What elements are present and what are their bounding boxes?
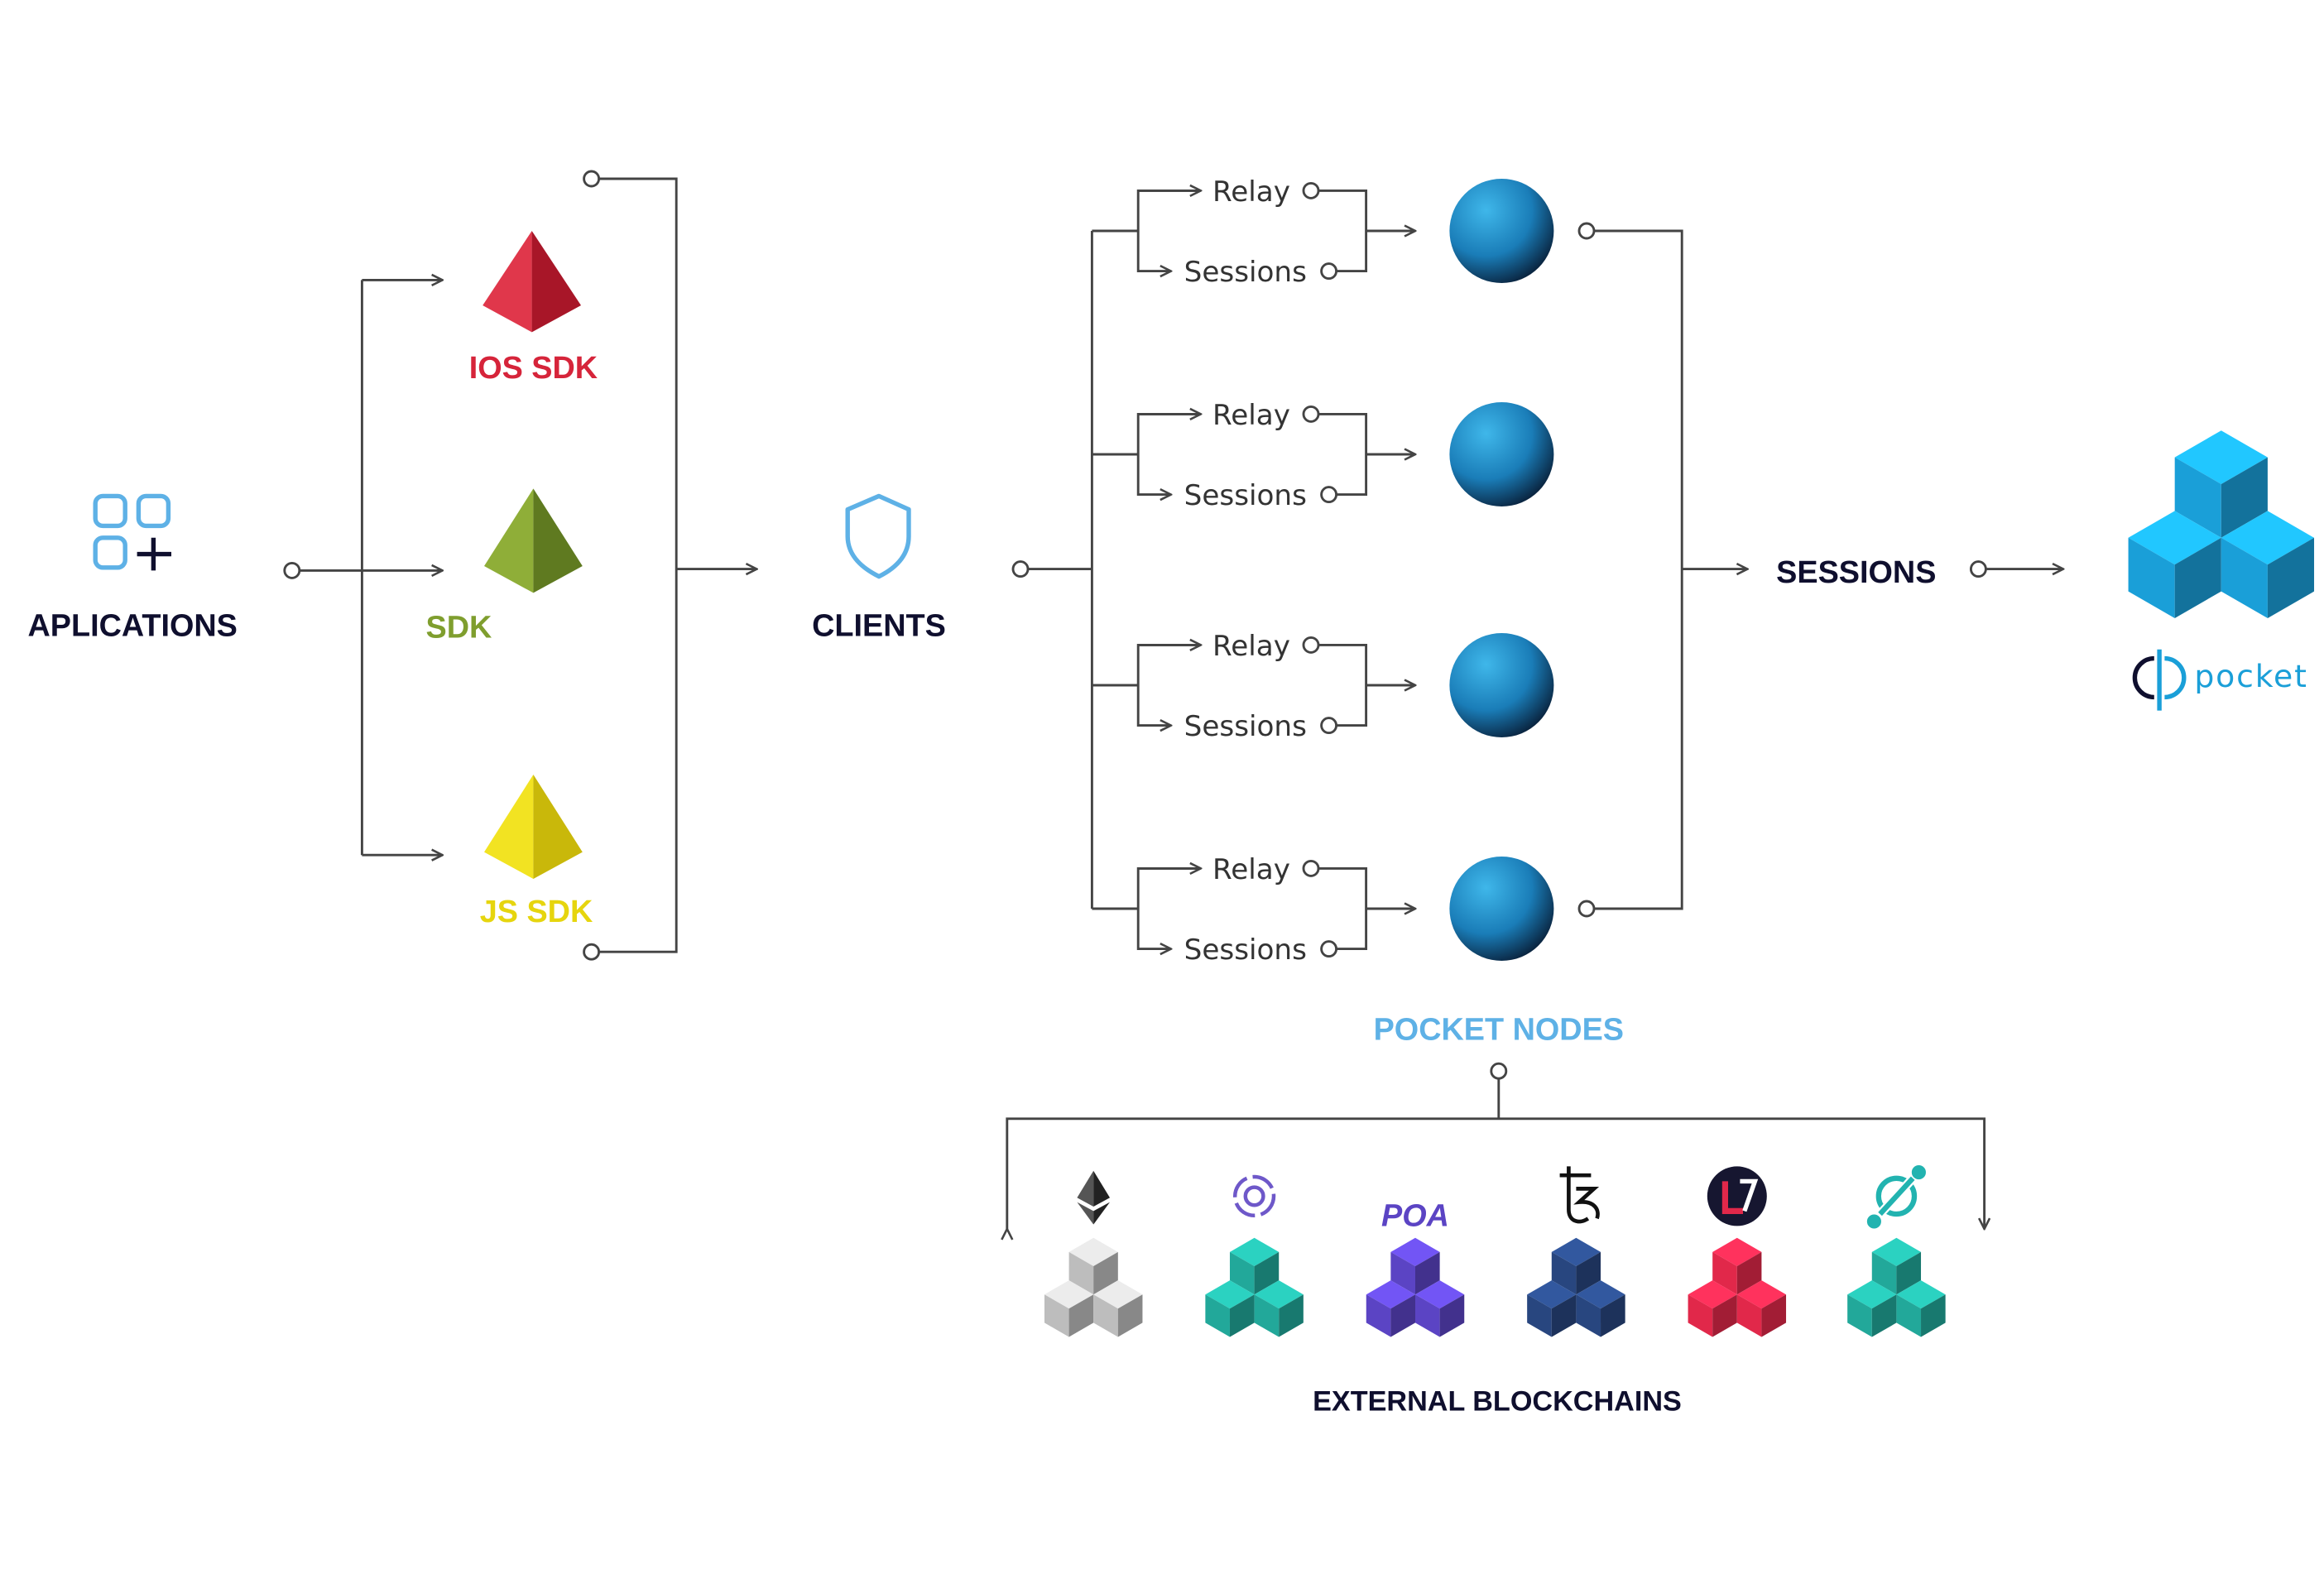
chain-cubes — [1366, 1237, 1465, 1337]
sessions-branch-label: Sessions — [1184, 710, 1307, 743]
cube — [1205, 1280, 1255, 1337]
sphere-icon — [1449, 179, 1554, 283]
svg-text:POA: POA — [1381, 1198, 1449, 1233]
branch-merge — [1318, 866, 1368, 951]
chain-cubes — [1044, 1237, 1143, 1337]
port-sessions — [1969, 560, 1987, 578]
node-branches: RelaySessionsRelaySessionsRelaySessionsR… — [1092, 175, 1415, 967]
relay-label: Relay — [1212, 630, 1290, 663]
pocket-node-spheres — [1449, 179, 1554, 961]
connectors — [283, 170, 1093, 961]
line-chains-bus — [1007, 1117, 1985, 1229]
clients-label: CLIENTS — [812, 609, 946, 644]
branch-merge — [1318, 189, 1368, 273]
relay-label: Relay — [1212, 175, 1290, 209]
port-relay — [1302, 859, 1320, 877]
port-sessions-branch — [1320, 486, 1338, 504]
ethereum-icon — [1077, 1170, 1110, 1225]
relay-label: Relay — [1212, 399, 1290, 432]
sphere-icon — [1449, 633, 1554, 737]
chain-cubes — [1688, 1237, 1787, 1337]
ios-sdk-pyramid-icon — [483, 231, 581, 333]
port-sessions-branch — [1320, 940, 1338, 958]
applications-label: APLICATIONS — [28, 609, 238, 644]
branch-merge — [1318, 412, 1368, 497]
port-node-bottom — [1577, 900, 1596, 918]
chain-cubes — [1847, 1237, 1946, 1337]
line-node-collector — [1594, 229, 1683, 910]
cube — [1688, 1280, 1737, 1337]
loom-icon — [1707, 1166, 1767, 1226]
sessions-branch-label: Sessions — [1184, 479, 1307, 512]
applications-icon — [93, 493, 171, 571]
port-relay — [1302, 405, 1320, 423]
cube — [1415, 1280, 1465, 1337]
branch-merge — [1318, 643, 1368, 727]
sdk-pyramid-icon — [484, 488, 583, 593]
poa-icon: POA — [1381, 1198, 1449, 1233]
node-branch — [1092, 859, 1415, 958]
sphere-icon — [1449, 402, 1554, 506]
pocket-nodes-label: POCKET NODES — [1374, 1012, 1624, 1047]
pocket-cubes-icon — [2128, 430, 2315, 618]
cube — [1229, 1237, 1280, 1295]
pocket-logo-text: pocket — [2194, 658, 2307, 694]
port-node-top — [1577, 222, 1596, 240]
aion-icon — [1232, 1174, 1276, 1218]
port-sessions-branch — [1320, 717, 1338, 735]
relay-label: Relay — [1212, 853, 1290, 886]
cube — [1871, 1237, 1922, 1295]
port-clients — [1011, 560, 1030, 578]
node-branch — [1092, 405, 1415, 504]
right-connectors — [1007, 222, 2063, 1229]
port-sdk-top — [583, 170, 601, 188]
cube — [1254, 1280, 1304, 1337]
pocket-logo: pocket — [2132, 649, 2307, 711]
port-sdk-bottom — [583, 943, 601, 961]
sdk-label: SDK — [425, 610, 492, 645]
cube — [1390, 1237, 1440, 1295]
icon-network-icon — [1866, 1165, 1926, 1229]
shield-icon — [845, 493, 911, 579]
ios-sdk-label: IOS SDK — [469, 351, 598, 386]
port-relay — [1302, 636, 1320, 654]
port-relay — [1302, 181, 1320, 199]
sessions-branch-label: Sessions — [1184, 256, 1307, 289]
chain-cubes — [1205, 1237, 1304, 1337]
cube — [1068, 1237, 1118, 1295]
cube — [1847, 1280, 1897, 1337]
cube — [1551, 1237, 1601, 1295]
sessions-branch-label: Sessions — [1184, 933, 1307, 967]
external-blockchains — [1044, 1237, 1946, 1337]
node-branch — [1092, 181, 1415, 281]
cube — [1044, 1280, 1094, 1337]
tezos-icon — [1559, 1166, 1600, 1224]
chain-cubes — [1527, 1237, 1625, 1337]
port-pocket-nodes — [1490, 1062, 1508, 1080]
sphere-icon — [1449, 857, 1554, 961]
cube — [1712, 1237, 1762, 1295]
port-applications — [283, 561, 301, 579]
cube — [1527, 1280, 1577, 1337]
cube — [1366, 1280, 1415, 1337]
cube — [1576, 1280, 1625, 1337]
external-blockchains-label: EXTERNAL BLOCKCHAINS — [1313, 1386, 1682, 1418]
line-sdk-collector — [598, 177, 678, 953]
js-sdk-label: JS SDK — [480, 895, 593, 929]
pocket-logo-icon — [2132, 649, 2187, 711]
cube — [1896, 1280, 1946, 1337]
node-branch — [1092, 636, 1415, 735]
sessions-label: SESSIONS — [1776, 555, 1936, 590]
js-sdk-pyramid-icon — [484, 775, 583, 879]
cube — [2128, 511, 2221, 618]
cube — [2221, 511, 2315, 618]
port-sessions-branch — [1320, 262, 1338, 281]
cube — [1736, 1280, 1787, 1337]
